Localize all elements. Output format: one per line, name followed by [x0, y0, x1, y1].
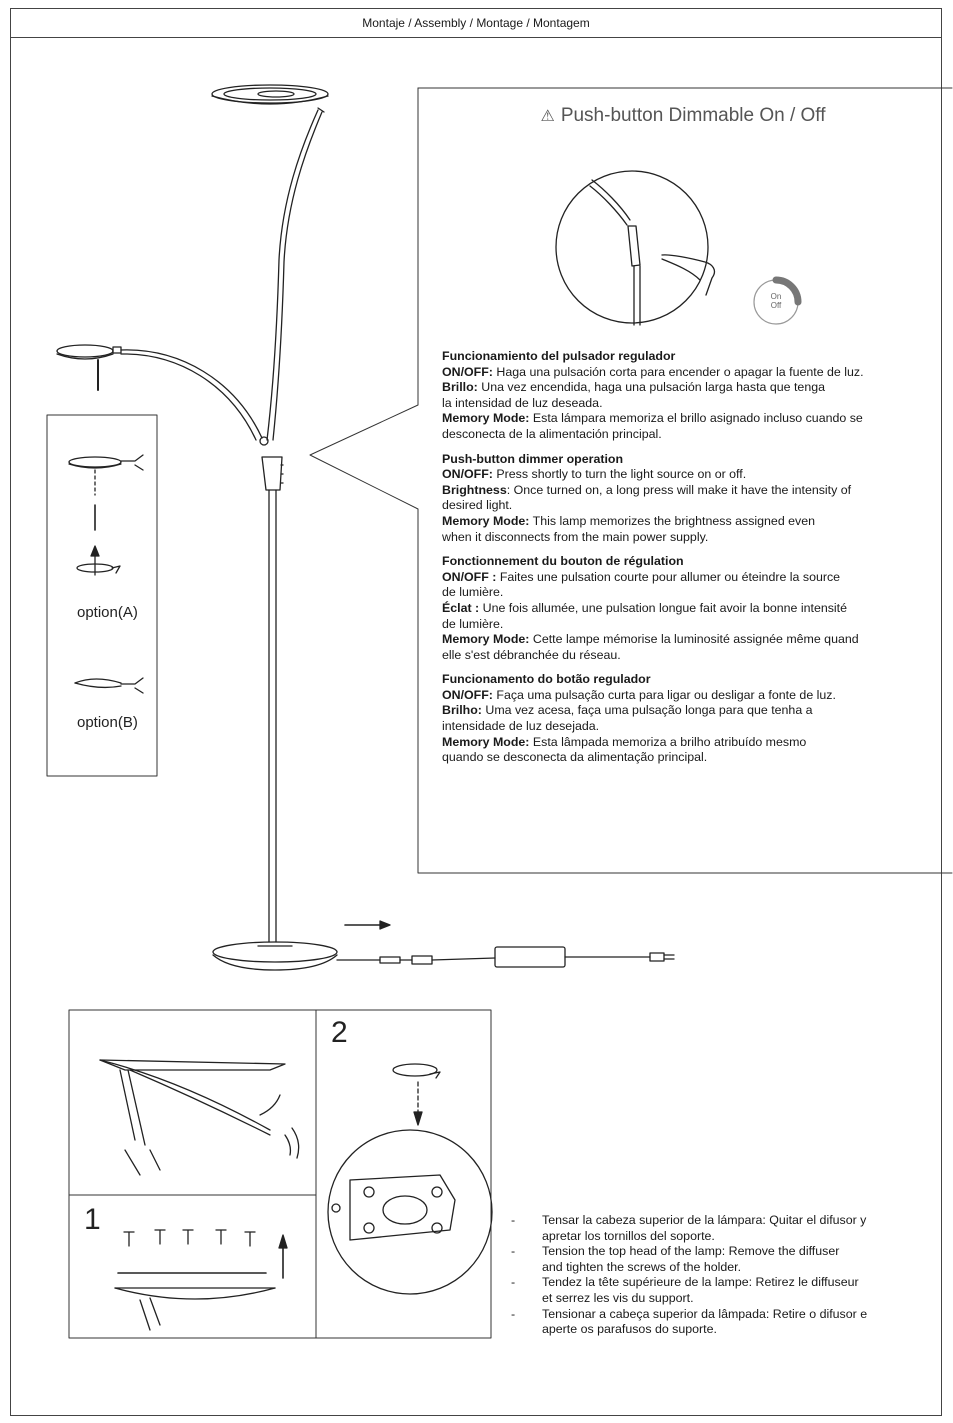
page-header: Montaje / Assembly / Montage / Montagem — [10, 8, 942, 38]
lamp-pole — [259, 436, 284, 943]
instruction-section-es: Funcionamiento del pulsador regulador ON… — [442, 349, 864, 441]
dimmer-detail — [555, 170, 716, 326]
lamp-gooseneck — [266, 109, 319, 441]
on-off-badge-label: On Off — [770, 292, 782, 310]
instruction-section-pt: Funcionamento do botão regulador ON/OFF:… — [442, 672, 836, 765]
instruction-section-en: Push-button dimmer operation ON/OFF: Pre… — [442, 451, 852, 544]
options-panel — [46, 414, 158, 777]
assembly-panels — [68, 1009, 493, 1339]
screws-row — [123, 1229, 256, 1247]
lamp-base — [212, 941, 338, 971]
page-frame — [10, 8, 942, 1416]
tension-notes: - Tensar la cabeza superior de la lámpar… — [511, 1213, 941, 1338]
lamp-top-head — [211, 84, 329, 113]
step-number-2: 2 — [331, 1016, 348, 1049]
step-number-1: 1 — [84, 1203, 101, 1236]
option-a-label: option(A) — [77, 604, 138, 621]
instructions: Funcionamiento del pulsador regulador ON… — [442, 349, 952, 775]
list-item: - Tensionar a cabeça superior da lâmpada… — [511, 1306, 868, 1337]
callout-box: ⚠Push-button Dimmable On / Off — [418, 88, 948, 873]
page-title: Montaje / Assembly / Montage / Montagem — [362, 16, 590, 30]
option-b-label: option(B) — [77, 714, 138, 731]
list-item: - Tendez la tête supérieure de la lampe:… — [511, 1275, 859, 1305]
callout-frame — [309, 87, 953, 874]
warning-triangle-icon: ⚠ — [540, 108, 555, 125]
callout-title: ⚠Push-button Dimmable On / Off — [540, 105, 826, 126]
list-item: - Tensar la cabeza superior de la lámpar… — [511, 1213, 867, 1243]
instruction-section-fr: Fonctionnement du bouton de régulation O… — [442, 554, 859, 662]
on-off-badge-icon — [753, 276, 802, 325]
list-item: - Tension the top head of the lamp: Remo… — [511, 1244, 840, 1274]
power-cable — [336, 920, 675, 968]
lamp-reading-arm — [56, 344, 263, 441]
